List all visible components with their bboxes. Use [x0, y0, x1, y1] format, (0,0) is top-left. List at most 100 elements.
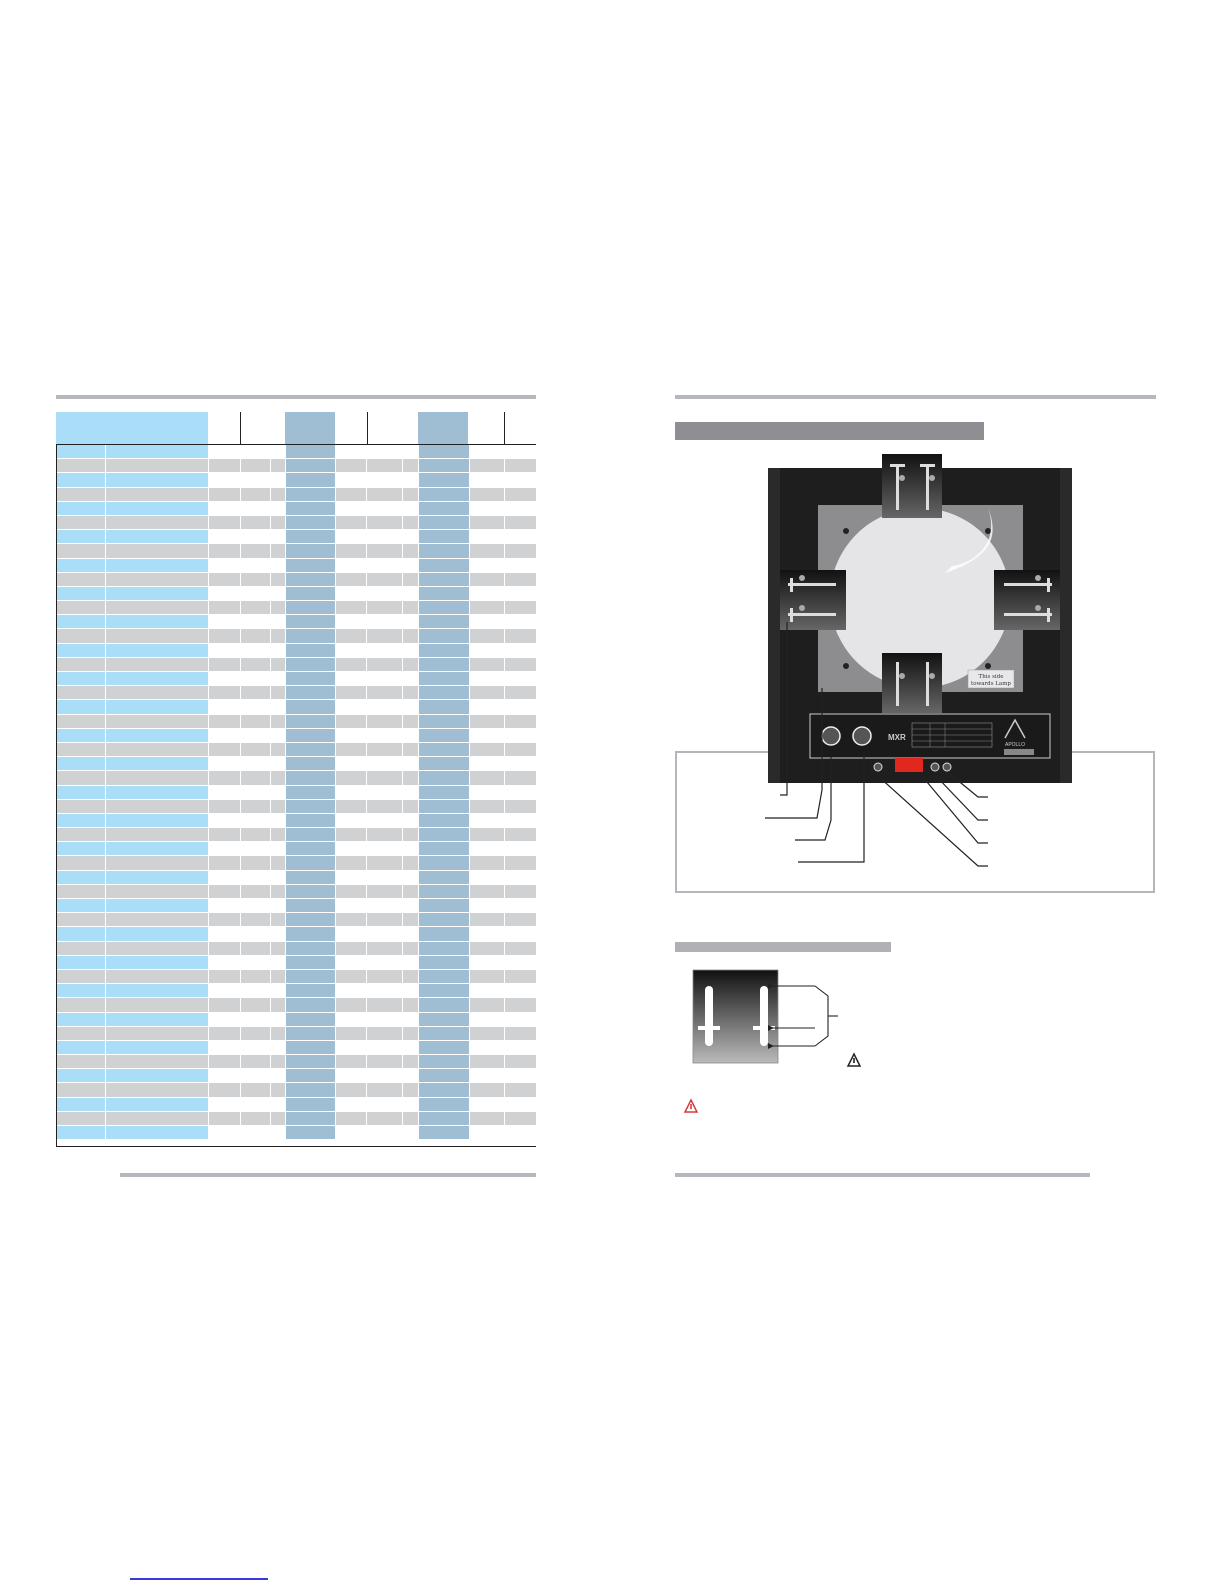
- table-row: [56, 699, 537, 715]
- table-cell: [402, 799, 419, 814]
- table-cell: [366, 529, 403, 545]
- table-cell: [208, 458, 241, 474]
- table-cell: [285, 487, 336, 502]
- table-cell: [56, 728, 106, 743]
- table-row: [56, 1026, 537, 1041]
- table-cell: [469, 572, 505, 587]
- table-cell: [504, 813, 537, 829]
- table-cell: [56, 926, 106, 942]
- table-row: [56, 628, 537, 644]
- table-cell: [208, 855, 241, 871]
- table-cell: [469, 643, 505, 658]
- table-cell: [285, 558, 336, 573]
- table-cell: [105, 926, 209, 942]
- table-cell: [240, 898, 271, 914]
- table-cell: [240, 515, 271, 531]
- table-cell: [504, 501, 537, 516]
- table-cell: [469, 969, 505, 985]
- table-cell: [504, 586, 537, 602]
- table-cell: [366, 1068, 403, 1084]
- table-cell: [504, 714, 537, 729]
- table-row: [56, 926, 537, 942]
- table-cell: [335, 472, 367, 488]
- table-cell: [335, 770, 367, 786]
- table-cell: [366, 558, 403, 573]
- section-heading-bar-rear-panel: [675, 422, 984, 440]
- table-cell: [56, 458, 106, 474]
- table-cell: [285, 997, 336, 1013]
- table-row: [56, 969, 537, 985]
- table-cell: [469, 1082, 505, 1098]
- table-cell: [469, 785, 505, 800]
- table-cell: [335, 543, 367, 559]
- table-cell: [366, 1012, 403, 1027]
- table-cell: [270, 884, 286, 900]
- table-cell: [504, 628, 537, 644]
- table-cell: [105, 870, 209, 885]
- table-cell: [402, 756, 419, 772]
- table-cell: [105, 1125, 209, 1141]
- table-cell: [402, 657, 419, 673]
- table-row: [56, 501, 537, 516]
- left-top-rule: [56, 395, 536, 399]
- table-cell: [208, 657, 241, 673]
- table-cell: [335, 1068, 367, 1084]
- table-cell: [240, 884, 271, 900]
- table-cell: [270, 614, 286, 630]
- table-cell: [469, 941, 505, 956]
- table-cell: [335, 969, 367, 985]
- table-cell: [504, 841, 537, 857]
- table-cell: [285, 1012, 336, 1027]
- table-cell: [270, 997, 286, 1013]
- table-cell: [366, 572, 403, 587]
- gobo-label-line1: This side: [979, 674, 1004, 680]
- table-cell: [402, 841, 419, 857]
- table-cell: [335, 1125, 367, 1141]
- table-left-border: [56, 445, 57, 1147]
- table-cell: [418, 1111, 470, 1127]
- table-cell: [469, 1012, 505, 1027]
- dmx-channel-table: [56, 445, 537, 1141]
- table-cell: [418, 728, 470, 743]
- bracket-right: [994, 570, 1060, 630]
- table-cell: [402, 1082, 419, 1098]
- table-cell: [208, 1026, 241, 1041]
- table-cell: [366, 699, 403, 715]
- table-cell: [240, 926, 271, 942]
- table-cell: [418, 472, 470, 488]
- table-cell: [469, 586, 505, 602]
- footer-link-underline[interactable]: [130, 1578, 268, 1580]
- bracket-detail-illustration: [692, 969, 838, 1064]
- table-cell: [105, 501, 209, 516]
- table-cell: [56, 614, 106, 630]
- table-cell: [469, 955, 505, 970]
- table-cell: [335, 445, 367, 460]
- table-cell: [56, 827, 106, 843]
- table-cell: [504, 529, 537, 545]
- table-cell: [285, 657, 336, 673]
- table-cell: [270, 827, 286, 843]
- table-row: [56, 1082, 537, 1098]
- table-cell: [335, 870, 367, 885]
- table-cell: [285, 1026, 336, 1041]
- table-cell: [504, 728, 537, 743]
- left-bottom-rule: [120, 1173, 536, 1177]
- table-cell: [402, 1040, 419, 1056]
- table-cell: [335, 955, 367, 970]
- table-cell: [105, 813, 209, 829]
- table-cell: [105, 572, 209, 587]
- bracket-left: [780, 570, 846, 630]
- table-cell: [366, 1125, 403, 1141]
- table-cell: [418, 487, 470, 502]
- table-cell: [402, 969, 419, 985]
- section-heading-bar-bracket: [675, 942, 891, 952]
- table-cell: [56, 628, 106, 644]
- table-cell: [56, 898, 106, 914]
- table-cell: [335, 1012, 367, 1027]
- table-cell: [469, 1026, 505, 1041]
- table-cell: [285, 614, 336, 630]
- table-cell: [240, 983, 271, 999]
- table-cell: [366, 586, 403, 602]
- gobo-circle: [830, 508, 1010, 688]
- table-cell: [335, 941, 367, 956]
